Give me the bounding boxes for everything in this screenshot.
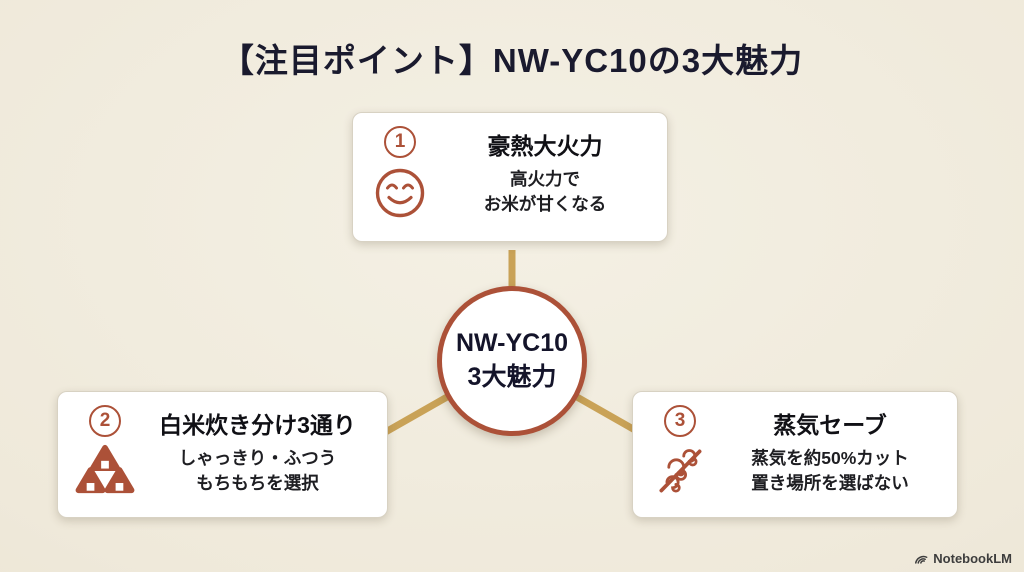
steam-icon — [652, 443, 708, 499]
card-steam-save-body: 蒸気セーブ 蒸気を約50%カット 置き場所を選ばない — [715, 402, 945, 507]
card-rice-modes-desc-line1: しゃっきり・ふつう — [178, 448, 337, 468]
card-steam-save-title: 蒸気セーブ — [773, 412, 887, 438]
number-badge-3-label: 3 — [674, 410, 686, 431]
number-badge-3: 3 — [664, 405, 696, 437]
card-rice-modes-desc: しゃっきり・ふつう もちもちを選択 — [179, 446, 337, 496]
card-steam-save-desc-line2: 置き場所を選ばない — [751, 472, 909, 493]
card-high-heat-left: 1 — [365, 123, 435, 231]
notebooklm-logo-icon — [914, 552, 928, 566]
number-badge-2-label: 2 — [99, 410, 111, 431]
watermark: NotebookLM — [914, 551, 1012, 566]
center-node: NW-YC10 3大魅力 — [437, 286, 587, 436]
card-rice-modes-desc-line2: もちもちを選択 — [196, 472, 319, 493]
card-rice-modes-title: 白米炊き分け3通り — [159, 412, 356, 438]
card-high-heat-desc: 高火力で お米が甘くなる — [484, 167, 607, 217]
card-high-heat-body: 豪熱大火力 高火力で お米が甘くなる — [435, 123, 655, 231]
watermark-label: NotebookLM — [933, 551, 1012, 566]
onigiri-icon — [74, 443, 136, 497]
card-steam-save-left: 3 — [645, 402, 715, 507]
center-node-line2: 3大魅力 — [467, 363, 557, 391]
card-steam-save-desc: 蒸気を約50%カット 置き場所を選ばない — [751, 446, 909, 496]
card-steam-save-desc-line1: 蒸気を約50%カット — [751, 448, 909, 468]
center-node-line1: NW-YC10 — [455, 329, 568, 358]
card-high-heat-desc-line2: お米が甘くなる — [483, 193, 607, 214]
smile-icon — [372, 164, 428, 220]
number-badge-2: 2 — [89, 405, 121, 437]
card-rice-modes-body: 白米炊き分け3通り しゃっきり・ふつう もちもちを選択 — [140, 402, 375, 507]
card-rice-modes-left: 2 — [70, 402, 140, 507]
number-badge-1-label: 1 — [394, 131, 406, 152]
card-high-heat-title: 豪熱大火力 — [487, 133, 603, 159]
card-high-heat: 1 豪熱大火力 高火力で お米が甘くなる — [352, 112, 668, 242]
card-steam-save: 3 蒸気セーブ 蒸気を約50%カット 置き場所を選ばない — [632, 391, 958, 518]
card-high-heat-desc-line1: 高火力で — [510, 169, 580, 189]
page-title: 【注目ポイント】NW-YC10の3大魅力 — [220, 42, 804, 79]
number-badge-1: 1 — [384, 126, 416, 158]
card-rice-modes: 2 — [57, 391, 388, 518]
